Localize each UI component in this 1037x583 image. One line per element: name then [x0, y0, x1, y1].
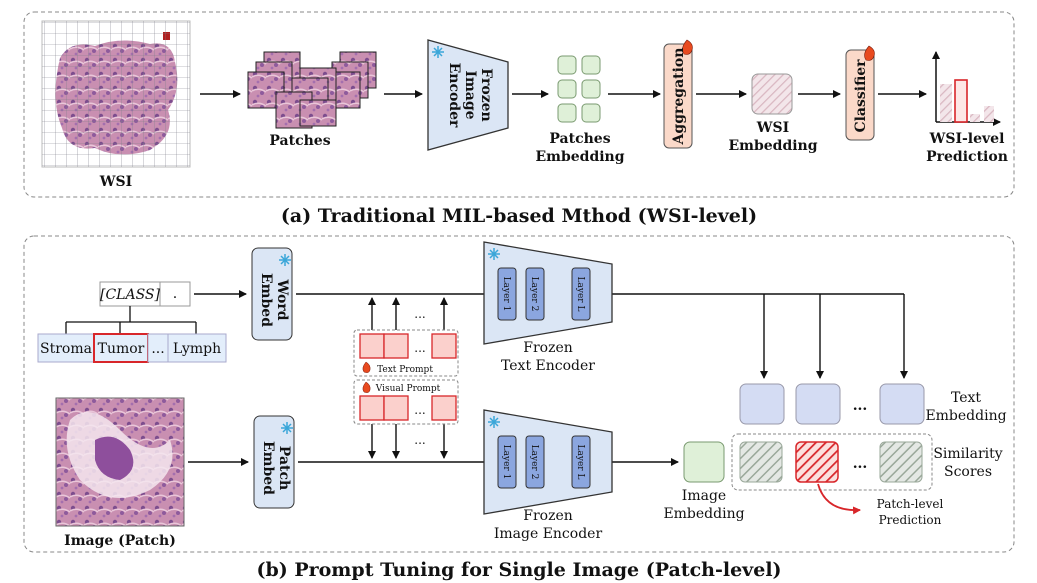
- classifier-box: [845, 49, 875, 141]
- snowflake-icon: [488, 248, 500, 260]
- aggregation-label: Aggregation: [671, 48, 687, 146]
- aggregation-box: [663, 43, 693, 149]
- svg-text:Encoder: Encoder: [446, 63, 462, 128]
- text-layer-l: Layer L: [575, 277, 585, 312]
- similarity-score-1: [739, 441, 783, 483]
- visual-prompt-ellipsis: ...: [414, 403, 425, 417]
- patches-embedding-grid: [557, 55, 601, 123]
- image-layer-1: Layer 1: [501, 445, 511, 480]
- visual-prompt-tokens: [359, 395, 457, 421]
- classifier-label: Classifier: [853, 59, 869, 133]
- similarity-score-l: [879, 441, 923, 483]
- word-embed-box: [251, 247, 293, 341]
- class-option-ellipsis: ...: [151, 341, 164, 357]
- class-options: [37, 333, 227, 363]
- snowflake-icon: [281, 422, 293, 434]
- prompt-ellipsis-bottom: ...: [414, 433, 425, 447]
- image-layer-2: Layer 2: [529, 445, 539, 480]
- fire-icon: [362, 381, 371, 393]
- svg-text:Frozen: Frozen: [478, 68, 494, 121]
- prediction-label-2: Prediction: [926, 149, 1008, 165]
- patches-stack: [247, 51, 377, 129]
- snowflake-icon: [488, 416, 500, 428]
- class-option-stroma: Stroma: [40, 341, 92, 357]
- text-embeddings: [739, 383, 925, 425]
- image-layer-l: Layer L: [575, 445, 585, 480]
- fire-icon: [682, 39, 693, 55]
- text-prompt-group: [353, 329, 459, 377]
- image-encoder-label: Frozen: [523, 508, 573, 524]
- class-token: [99, 281, 161, 307]
- text-prompt-ellipsis: ...: [414, 341, 425, 355]
- panel-b-frame: [23, 235, 1015, 553]
- class-option-tumor: Tumor: [98, 341, 145, 357]
- patch-embed-box: [253, 415, 295, 509]
- svg-text:Embed: Embed: [258, 273, 274, 327]
- text-layer-1: Layer 1: [501, 277, 511, 312]
- svg-text:Patch: Patch: [276, 446, 292, 490]
- visual-prompt-label: Visual Prompt: [375, 384, 441, 394]
- image-encoder-layers: [497, 435, 591, 489]
- patch-prediction-label: Patch-level: [877, 497, 944, 511]
- similarity-ellipsis: ...: [853, 456, 868, 472]
- wsi-embedding-label-2: Embedding: [728, 138, 817, 154]
- text-prompt-label: Text Prompt: [377, 365, 433, 375]
- text-encoder-layers: [497, 267, 591, 321]
- text-layer-2: Layer 2: [529, 277, 539, 312]
- text-embedding-label: Text: [951, 390, 981, 406]
- svg-text:Image: Image: [462, 70, 478, 119]
- patch-embed-label: Patch Embed: [260, 441, 292, 495]
- panel-a-caption: (a) Traditional MIL-based Mthod (WSI-lev…: [281, 205, 757, 227]
- image-embedding-label-2: Embedding: [663, 506, 744, 522]
- text-embedding-arrows: [760, 294, 908, 379]
- word-embed-label: Word Embed: [258, 273, 290, 327]
- svg-text:Embed: Embed: [260, 441, 276, 495]
- prompt-arrows: [368, 297, 448, 459]
- image-encoder-label-2: Image Encoder: [494, 526, 603, 542]
- similarity-score-2: [795, 441, 839, 483]
- class-option-lymph: Lymph: [173, 341, 221, 357]
- wsi-embedding-box: [751, 73, 793, 115]
- patches-label: Patches: [269, 133, 330, 149]
- text-embedding-label-2: Embedding: [925, 408, 1006, 424]
- panel-b-caption: (b) Prompt Tuning for Single Image (Patc…: [256, 559, 781, 581]
- class-token-label: [CLASS]: [100, 287, 161, 303]
- image-patch: [55, 397, 185, 527]
- fire-icon: [362, 361, 371, 373]
- visual-prompt-group: [353, 379, 459, 425]
- snowflake-icon: [432, 46, 444, 58]
- fire-icon: [864, 45, 875, 61]
- patches-embedding-label: Patches: [549, 131, 610, 147]
- period-token: [159, 281, 191, 307]
- class-tree: [65, 306, 197, 334]
- image-embedding-label: Image: [682, 488, 726, 504]
- snowflake-icon: [279, 254, 291, 266]
- prompt-ellipsis-top: ...: [414, 307, 425, 321]
- prediction-arrow: [817, 483, 861, 515]
- similarity-label: Similarity: [933, 446, 1002, 462]
- wsi-embedding-label: WSI: [756, 120, 789, 136]
- wsi-prediction-chart: [932, 51, 1001, 126]
- wsi-image: [41, 20, 191, 168]
- patches-embedding-label-2: Embedding: [535, 149, 624, 165]
- patch-prediction-label-2: Prediction: [879, 513, 942, 527]
- panel-a-frame: [23, 11, 1015, 198]
- prediction-label: WSI-level: [929, 131, 1005, 147]
- wsi-label: WSI: [99, 174, 132, 190]
- image-patch-label: Image (Patch): [64, 533, 176, 549]
- text-prompt-tokens: [359, 333, 457, 359]
- encoder-a-label: Frozen Image Encoder: [446, 63, 494, 128]
- image-embedding-box: [683, 441, 725, 483]
- period-token-label: .: [173, 286, 177, 302]
- frozen-image-encoder-a: [427, 39, 509, 151]
- svg-text:Word: Word: [274, 278, 290, 320]
- text-encoder-label: Frozen: [523, 340, 573, 356]
- similarity-label-2: Scores: [944, 464, 992, 480]
- text-encoder-label-2: Text Encoder: [501, 358, 595, 374]
- text-embedding-ellipsis: ...: [853, 398, 868, 414]
